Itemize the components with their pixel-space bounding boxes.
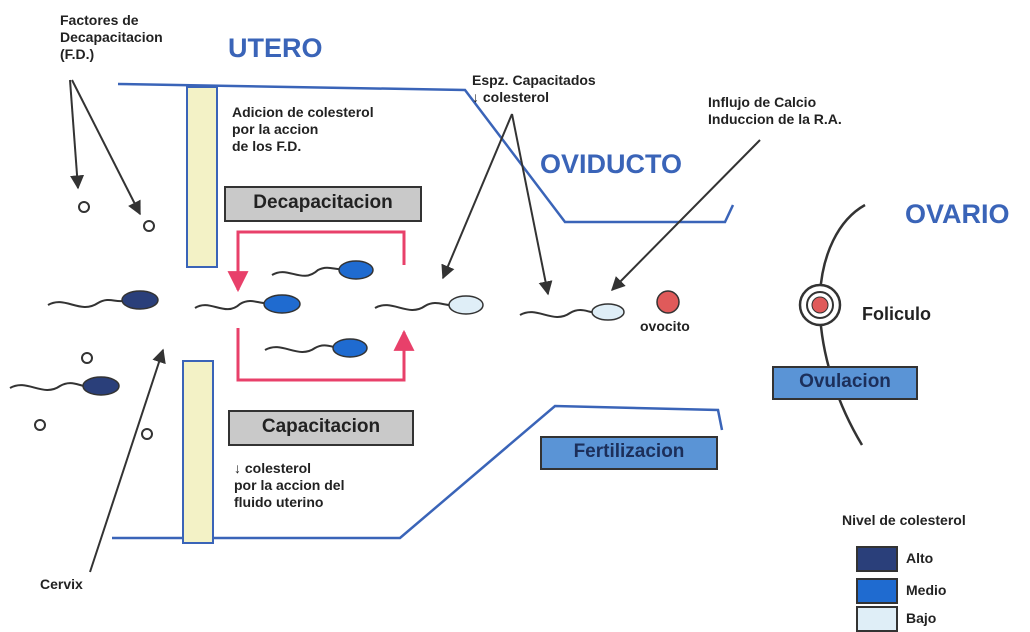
foliculo-label: Foliculo xyxy=(862,304,931,324)
sperm-head-alto-2 xyxy=(82,376,120,396)
sperm-head-medio-1 xyxy=(263,294,301,314)
sperm-tails xyxy=(9,266,593,391)
outline-lower xyxy=(112,404,724,540)
cervix-bar-lower xyxy=(182,360,214,544)
decapacitacion-box: Decapacitacion xyxy=(224,186,422,222)
legend-label-medio: Medio xyxy=(906,582,947,598)
influjo-label: Influjo de Calcio Induccion de la R.A. xyxy=(708,94,842,127)
annotation-arrows xyxy=(69,79,761,573)
fertilizacion-box: Fertilizacion xyxy=(540,436,718,470)
cervix-bar-upper xyxy=(186,86,218,268)
cervix-label: Cervix xyxy=(40,576,83,592)
ovario-label: OVARIO xyxy=(905,199,1010,229)
ovulacion-box: Ovulacion xyxy=(772,366,918,400)
legend-title: Nivel de colesterol xyxy=(842,512,966,528)
loop-upper xyxy=(227,230,406,293)
fd-dots xyxy=(34,201,155,440)
legend-swatch-medio xyxy=(856,578,898,604)
ovocito-cell xyxy=(656,290,680,314)
colesterol-fluido-label: ↓ colesterol por la accion del fluido ut… xyxy=(234,460,345,510)
sperm-head-medio-2 xyxy=(338,260,374,280)
sperm-head-alto-1 xyxy=(121,290,159,310)
sperm-head-bajo-1 xyxy=(448,295,484,315)
follicle-ovocyte xyxy=(811,296,829,314)
legend-label-bajo: Bajo xyxy=(906,610,937,626)
fd-factors-label: Factores de Decapacitacion (F.D.) xyxy=(60,12,163,62)
sperm-head-bajo-2 xyxy=(591,303,625,321)
utero-label: UTERO xyxy=(228,33,323,63)
legend-swatch-bajo xyxy=(856,606,898,632)
adicion-label: Adicion de colesterol por la accion de l… xyxy=(232,104,374,154)
capacitacion-box: Capacitacion xyxy=(228,410,414,446)
ovocito-label: ovocito xyxy=(640,318,690,334)
oviducto-label: OVIDUCTO xyxy=(540,149,683,179)
loop-lower xyxy=(236,328,415,382)
espz-label: Espz. Capacitados ↓ colesterol xyxy=(472,72,596,105)
outline-upper xyxy=(117,82,735,224)
legend-label-alto: Alto xyxy=(906,550,934,566)
sperm-heads xyxy=(82,260,625,396)
sperm-head-medio-3 xyxy=(332,338,368,358)
legend-swatch-alto xyxy=(856,546,898,572)
